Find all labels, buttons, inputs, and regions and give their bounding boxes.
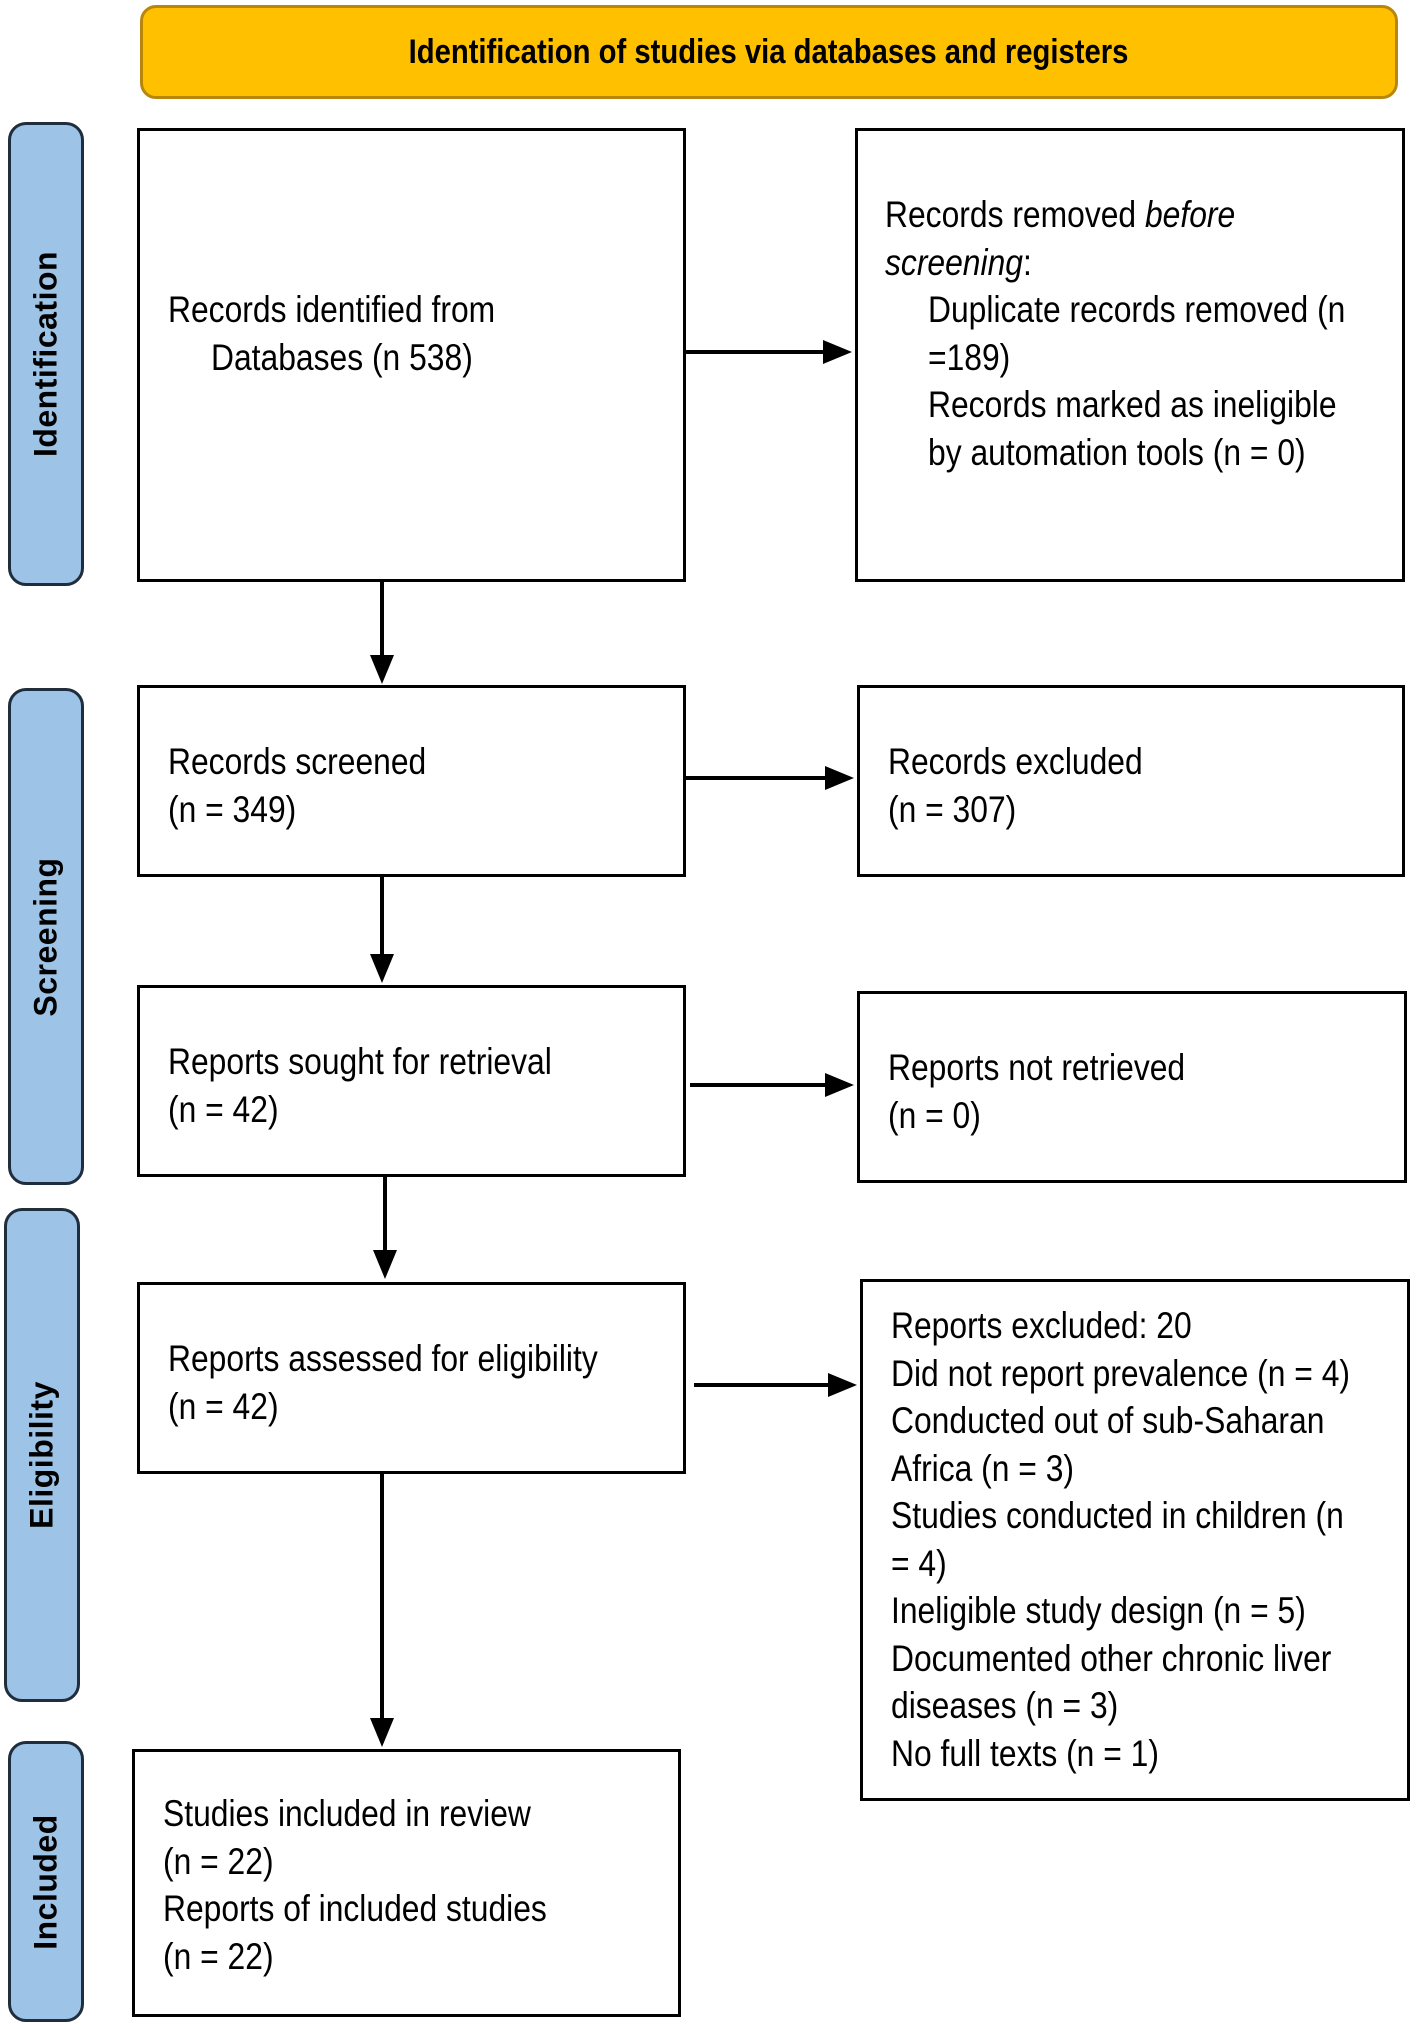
ineligible-records-line2: by automation tools (n = 0) (928, 431, 1306, 473)
phase-screening-label: Screening (27, 856, 64, 1017)
studies-included-box: Studies included in review (n = 22) Repo… (132, 1749, 681, 2017)
reports-sought-line2: (n = 42) (168, 1088, 279, 1130)
studies-included-line1: Studies included in review (163, 1793, 531, 1834)
diagram-header: Identification of studies via databases … (140, 5, 1398, 99)
arrow-assessed-to-included (370, 1474, 394, 1747)
arrow-identified-to-removed (686, 340, 852, 364)
reports-not-retrieved-text: Reports not retrieved (n = 0) (888, 1044, 1185, 1139)
records-excluded-text: Records excluded (n = 307) (888, 738, 1143, 833)
reports-excluded-line: Documented other chronic liver (891, 1637, 1332, 1679)
reports-excluded-box: Reports excluded: 20 Did not report prev… (860, 1279, 1410, 1801)
reports-excluded-line: No full texts (n = 1) (891, 1732, 1159, 1774)
reports-sought-line1: Reports sought for retrieval (168, 1041, 552, 1082)
reports-assessed-line1: Reports assessed for eligibility (168, 1338, 598, 1379)
phase-eligibility: Eligibility (4, 1208, 80, 1702)
reports-not-retrieved-line2: (n = 0) (888, 1094, 981, 1136)
records-screened-line2: (n = 349) (168, 788, 297, 830)
phase-screening: Screening (8, 688, 84, 1185)
arrow-screened-to-sought (370, 877, 394, 983)
reports-not-retrieved-box: Reports not retrieved (n = 0) (857, 991, 1407, 1183)
arrow-identified-to-screened (370, 582, 394, 684)
records-excluded-box: Records excluded (n = 307) (857, 685, 1405, 877)
records-identified-box: Records identified from Databases (n 538… (137, 128, 686, 582)
arrow-assessed-to-reports-excluded (694, 1373, 857, 1397)
phase-included: Included (8, 1741, 84, 2022)
reports-excluded-line: Studies conducted in children (n (891, 1495, 1344, 1536)
phase-eligibility-label: Eligibility (23, 1381, 60, 1529)
reports-excluded-line: Ineligible study design (n = 5) (891, 1590, 1306, 1631)
reports-sought-box: Reports sought for retrieval (n = 42) (137, 985, 686, 1177)
phase-included-label: Included (27, 1813, 64, 1950)
arrow-sought-to-not-retrieved (690, 1073, 854, 1097)
records-screened-box: Records screened (n = 349) (137, 685, 686, 877)
arrow-screened-to-excluded (686, 766, 854, 790)
records-identified-line1: Records identified from (168, 289, 496, 330)
records-removed-box: Records removed before screening: Duplic… (855, 128, 1405, 582)
reports-excluded-line: Africa (n = 3) (891, 1447, 1075, 1489)
reports-excluded-line: diseases (n = 3) (891, 1685, 1119, 1726)
records-excluded-line1: Records excluded (888, 741, 1143, 782)
studies-included-line2: (n = 22) (163, 1840, 274, 1882)
records-removed-line1: Records removed before (885, 194, 1236, 235)
reports-assessed-box: Reports assessed for eligibility (n = 42… (137, 1282, 686, 1474)
reports-excluded-line: Conducted out of sub-Saharan (891, 1400, 1325, 1441)
records-identified-text: Records identified from Databases (n 538… (168, 286, 495, 381)
reports-excluded-line: Did not report prevalence (n = 4) (891, 1352, 1350, 1394)
studies-included-line3: Reports of included studies (163, 1888, 547, 1929)
records-identified-line2: Databases (n 538) (211, 336, 473, 378)
phase-identification: Identification (8, 122, 84, 586)
diagram-header-title: Identification of studies via databases … (409, 32, 1129, 71)
records-screened-line1: Records screened (168, 741, 427, 782)
reports-excluded-line: = 4) (891, 1542, 947, 1584)
duplicate-records-line1: Duplicate records removed (n (928, 289, 1346, 330)
reports-assessed-text: Reports assessed for eligibility (n = 42… (168, 1335, 598, 1430)
reports-sought-text: Reports sought for retrieval (n = 42) (168, 1038, 552, 1133)
ineligible-records-line1: Records marked as ineligible (928, 384, 1337, 425)
studies-included-text: Studies included in review (n = 22) Repo… (163, 1790, 547, 1980)
phase-identification-label: Identification (27, 250, 64, 458)
records-removed-text: Records removed before screening: Duplic… (885, 191, 1345, 476)
studies-included-line4: (n = 22) (163, 1935, 274, 1977)
duplicate-records-line2: =189) (928, 336, 1011, 378)
records-removed-line2: screening: (885, 241, 1032, 283)
reports-not-retrieved-line1: Reports not retrieved (888, 1047, 1186, 1088)
reports-excluded-line: Reports excluded: 20 (891, 1305, 1192, 1346)
records-excluded-line2: (n = 307) (888, 788, 1017, 830)
arrow-sought-to-assessed (373, 1177, 397, 1279)
records-screened-text: Records screened (n = 349) (168, 738, 426, 833)
reports-excluded-text: Reports excluded: 20 Did not report prev… (891, 1302, 1350, 1777)
reports-assessed-line2: (n = 42) (168, 1385, 279, 1427)
